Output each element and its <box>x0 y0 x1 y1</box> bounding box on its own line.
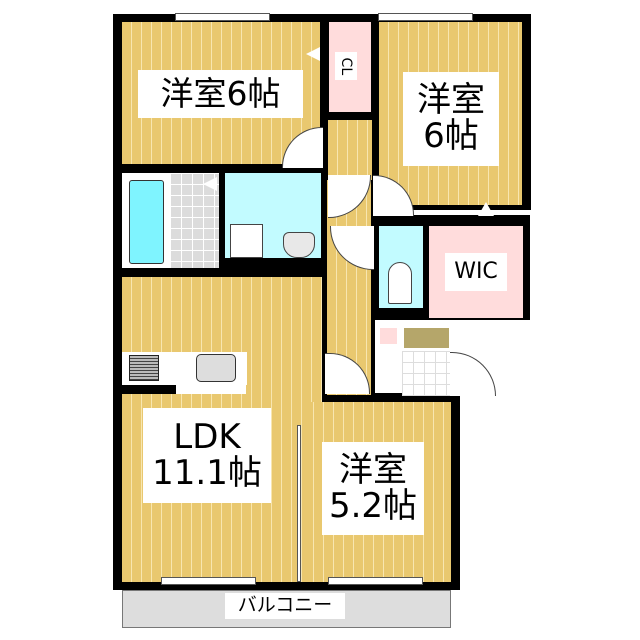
kitchen-sink-icon <box>196 354 236 382</box>
stove-icon <box>129 355 159 381</box>
kitchen-wall-white <box>176 385 246 394</box>
bathtub <box>129 180 164 264</box>
window-ne <box>378 13 473 21</box>
entrance-floor <box>402 351 450 396</box>
kitchen-wall <box>122 385 176 394</box>
room-name: 洋室 <box>417 80 485 121</box>
balcony-label: バルコニー <box>225 593 345 619</box>
room-label-bedroom-ne: 洋室 6帖 <box>403 72 499 166</box>
room-name: LDK <box>173 416 241 457</box>
room-size: 5.2帖 <box>328 485 418 526</box>
closet-door-arrow[interactable] <box>306 47 320 61</box>
toilet <box>388 262 412 304</box>
shoe-closet <box>380 328 397 344</box>
room-name: 洋室 <box>339 449 407 490</box>
wic-door-arrow[interactable] <box>478 202 494 216</box>
wic-label: WIC <box>445 253 507 291</box>
room-size: 11.1帖 <box>152 452 262 493</box>
room-label-text: 洋室6帖 <box>160 73 281 113</box>
hallway-north <box>328 120 372 180</box>
room-label-bedroom-nw: 洋室6帖 <box>138 70 303 118</box>
entrance-step <box>404 328 449 348</box>
washbasin <box>283 232 315 258</box>
room-label-bedroom-s: 洋室 5.2帖 <box>322 442 424 535</box>
window-bedroom-s <box>328 577 423 585</box>
window-ldk <box>161 577 256 585</box>
bath-door-arrow[interactable] <box>203 177 217 191</box>
closet-label: CL <box>335 52 357 80</box>
sliding-door[interactable] <box>297 425 301 582</box>
room-size: 6帖 <box>423 116 479 156</box>
window-nw <box>175 13 270 21</box>
front-door[interactable] <box>450 352 496 396</box>
washing-machine <box>230 224 263 258</box>
room-label-ldk: LDK 11.1帖 <box>143 408 271 503</box>
